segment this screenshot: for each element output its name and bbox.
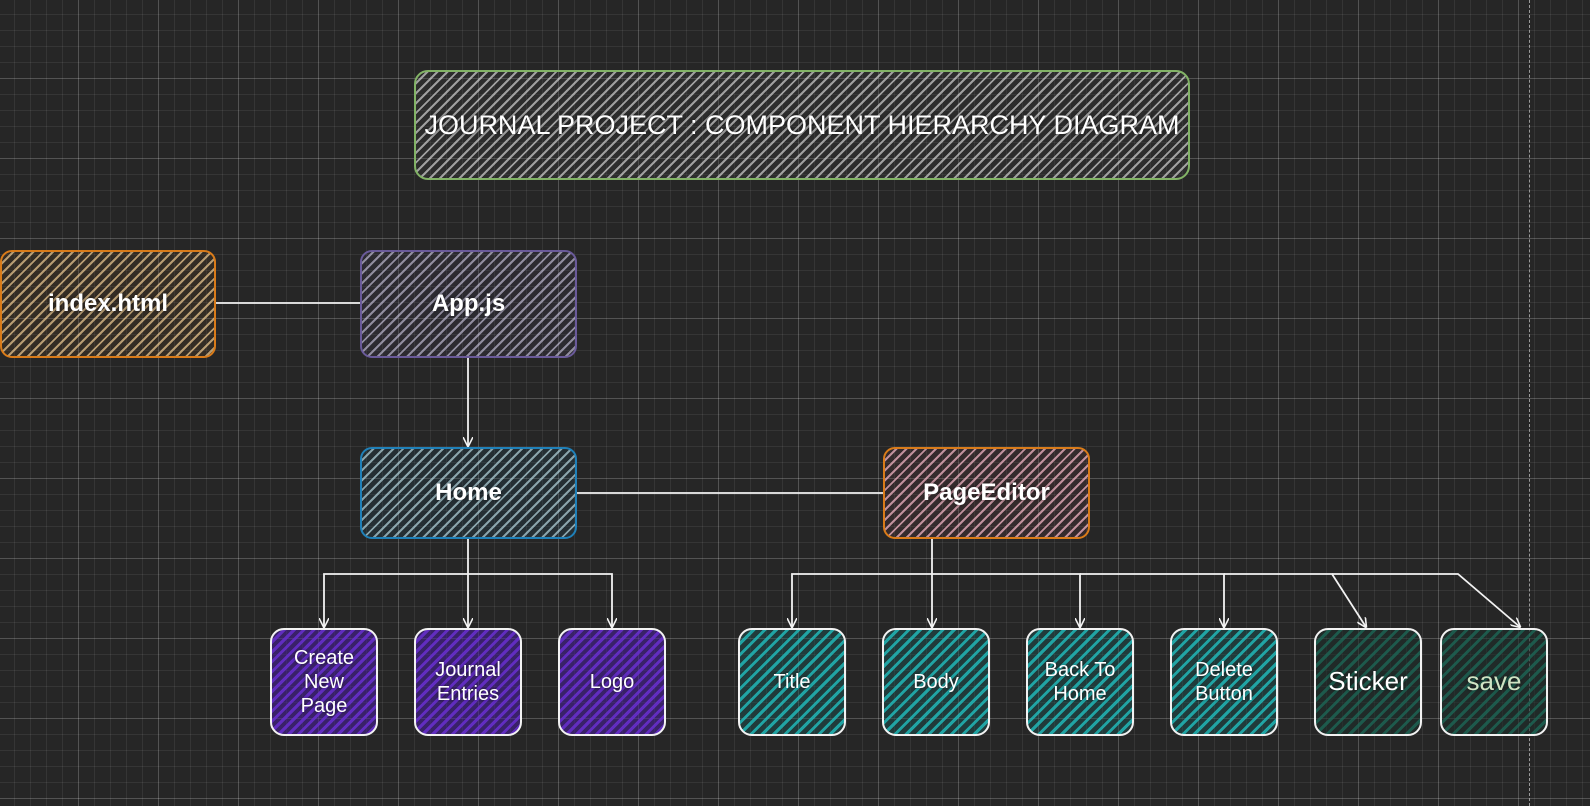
node-app-js[interactable]: App.js — [360, 250, 577, 358]
node-index-html[interactable]: index.html — [0, 250, 216, 358]
edge-pageeditor-backtohome — [932, 573, 1080, 627]
node-logo-label: Logo — [589, 671, 635, 693]
node-body[interactable]: Body — [882, 628, 990, 736]
node-body-label: Body — [913, 671, 959, 693]
node-delete-button[interactable]: Delete Button — [1170, 628, 1278, 736]
node-create-new-page[interactable]: Create New Page — [270, 628, 378, 736]
node-page-editor-label: PageEditor — [923, 478, 1050, 506]
node-save-label: save — [1466, 666, 1522, 697]
page-boundary-line — [1529, 0, 1530, 806]
node-journal-entries[interactable]: Journal Entries — [414, 628, 522, 736]
node-home[interactable]: Home — [360, 447, 577, 539]
node-title[interactable]: Title — [738, 628, 846, 736]
diagram-title[interactable]: JOURNAL PROJECT : COMPONENT HIERARCHY DI… — [414, 70, 1190, 180]
node-app-js-label: App.js — [431, 289, 506, 317]
node-home-label: Home — [435, 478, 502, 506]
node-delete-button-label: Delete Button — [1195, 659, 1253, 705]
node-index-html-label: index.html — [47, 289, 168, 317]
node-create-new-page-label: Create New Page — [293, 647, 355, 717]
edge-pageeditor-deletebutton — [1080, 573, 1224, 627]
node-journal-entries-label: Journal Entries — [435, 659, 501, 705]
edge-home-logo — [468, 573, 612, 627]
edge-pageeditor-sticker — [1224, 573, 1366, 627]
node-sticker[interactable]: Sticker — [1314, 628, 1422, 736]
edge-pageeditor-save — [1332, 573, 1520, 627]
edge-pageeditor-title — [792, 539, 933, 627]
edge-home-createnewpage — [324, 539, 469, 627]
node-back-to-home[interactable]: Back To Home — [1026, 628, 1134, 736]
node-page-editor[interactable]: PageEditor — [883, 447, 1090, 539]
node-title-label: Title — [773, 671, 811, 693]
diagram-title-text: JOURNAL PROJECT : COMPONENT HIERARCHY DI… — [424, 109, 1180, 140]
node-back-to-home-label: Back To Home — [1044, 659, 1116, 705]
node-save[interactable]: save — [1440, 628, 1548, 736]
node-sticker-label: Sticker — [1328, 666, 1408, 697]
node-logo[interactable]: Logo — [558, 628, 666, 736]
